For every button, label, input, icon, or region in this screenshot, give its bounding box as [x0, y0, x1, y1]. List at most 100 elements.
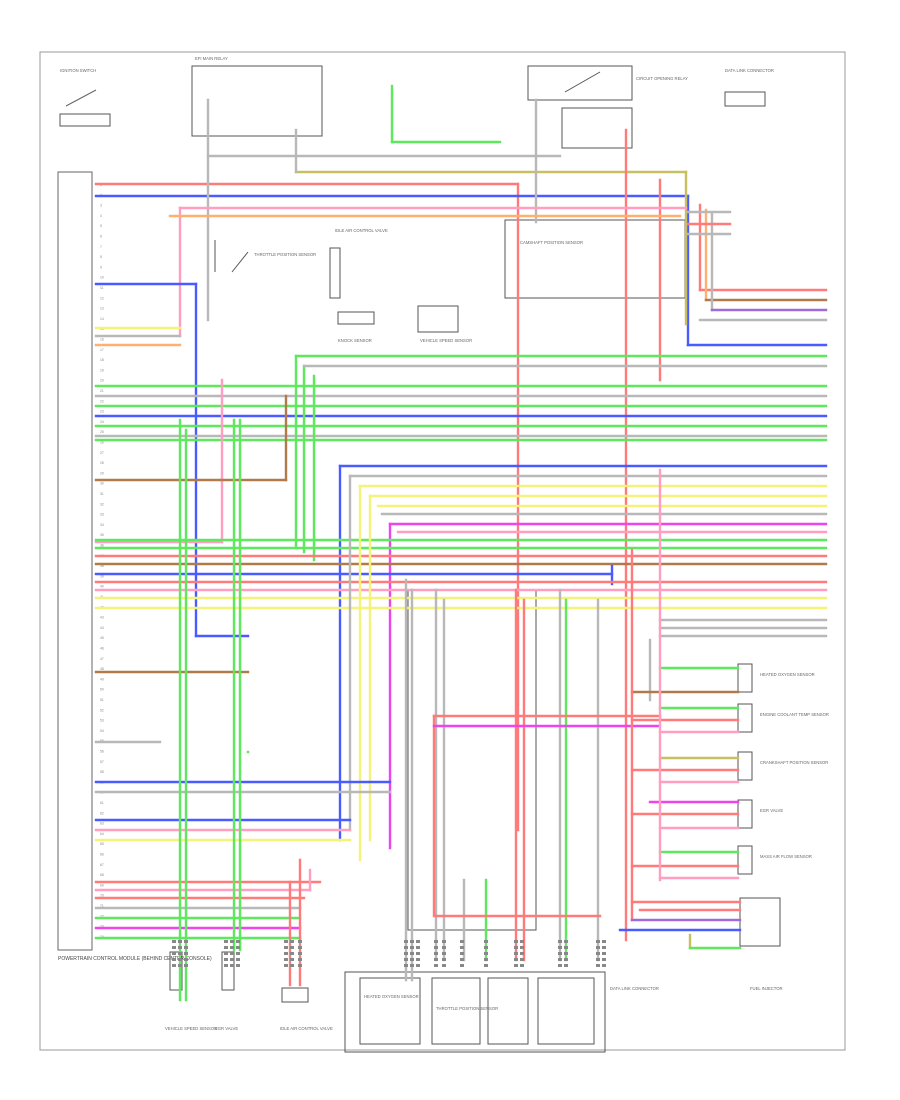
connector-tick: [460, 958, 464, 961]
pin-number: 30: [100, 482, 104, 486]
pin-number: 53: [100, 719, 104, 723]
pin-number: 44: [100, 626, 104, 630]
connector-tick: [564, 946, 568, 949]
svg-text:IDLE AIR CONTROL VALVE: IDLE AIR CONTROL VALVE: [280, 1026, 333, 1031]
pin-number: 51: [100, 698, 104, 702]
pin-number: 25: [100, 430, 104, 434]
pin-number: 10: [100, 276, 104, 280]
connector-tick: [442, 940, 446, 943]
connector-tick: [298, 958, 302, 961]
ecm-connector: [57, 171, 93, 951]
svg-text:MASS AIR FLOW SENSOR: MASS AIR FLOW SENSOR: [760, 854, 812, 859]
connector-tick: [564, 958, 568, 961]
pin-number: 46: [100, 647, 104, 651]
svg-text:DATA LINK CONNECTOR: DATA LINK CONNECTOR: [725, 68, 774, 73]
connector-tick: [178, 940, 182, 943]
connector-tick: [172, 952, 176, 955]
connector-tick: [224, 946, 228, 949]
connector-tick: [184, 952, 188, 955]
connector-tick: [172, 958, 176, 961]
pin-number: 47: [100, 657, 104, 661]
pin-number: 4: [100, 214, 102, 218]
pin-number: 52: [100, 708, 104, 712]
connector-tick: [172, 964, 176, 967]
connector-tick: [410, 958, 414, 961]
connector-tick: [558, 964, 562, 967]
connector-ticks: [172, 940, 606, 967]
connector-tick: [178, 946, 182, 949]
wires: [94, 84, 828, 1002]
connector-tick: [410, 946, 414, 949]
powertrain-sensor-box: [504, 219, 686, 299]
svg-text:IDLE AIR CONTROL VALVE: IDLE AIR CONTROL VALVE: [335, 228, 388, 233]
pin-number: 69: [100, 883, 104, 887]
pin-number: 72: [100, 914, 104, 918]
pin-number: 6: [100, 235, 102, 239]
connector-tick: [298, 964, 302, 967]
pin-number: 29: [100, 471, 104, 475]
svg-text:EGR VALVE: EGR VALVE: [760, 808, 783, 813]
svg-text:HEATED OXYGEN SENSOR: HEATED OXYGEN SENSOR: [364, 994, 419, 999]
pin-number: 24: [100, 420, 104, 424]
connector-tick: [602, 940, 606, 943]
connector-tick: [602, 964, 606, 967]
svg-text:ENGINE COOLANT TEMP SENSOR: ENGINE COOLANT TEMP SENSOR: [760, 712, 829, 717]
connector-tick: [434, 940, 438, 943]
pin-number: 36: [100, 544, 104, 548]
connector-tick: [520, 946, 524, 949]
connector-tick: [434, 958, 438, 961]
connector-tick: [290, 958, 294, 961]
pin-number: 13: [100, 307, 104, 311]
connector-tick: [184, 946, 188, 949]
connector-tick: [558, 946, 562, 949]
connector-tick: [404, 940, 408, 943]
connector-tick: [236, 964, 240, 967]
connector-tick: [284, 964, 288, 967]
connector-tick: [596, 964, 600, 967]
pin-number: 26: [100, 441, 104, 445]
throttle-sensor-symbol: THROTTLE POSITION SENSOR: [214, 240, 316, 273]
knock-sensor-symbol: KNOCK SENSOR: [337, 311, 375, 343]
pin-number: 43: [100, 616, 104, 620]
connector-tick: [564, 952, 568, 955]
connector-tick: [596, 946, 600, 949]
connector-tick: [284, 958, 288, 961]
svg-text:CIRCUIT OPENING RELAY: CIRCUIT OPENING RELAY: [636, 76, 688, 81]
connector-tick: [416, 940, 420, 943]
pin-number: 18: [100, 358, 104, 362]
pin-number: 61: [100, 801, 104, 805]
pin-number: 49: [100, 677, 104, 681]
connector-tick: [236, 940, 240, 943]
pin-number: 23: [100, 410, 104, 414]
pin-number: 57: [100, 760, 104, 764]
connector-tick: [184, 940, 188, 943]
connector-tick: [514, 964, 518, 967]
connector-tick: [404, 946, 408, 949]
connector-tick: [442, 952, 446, 955]
dlc-fuse: DATA LINK CONNECTOR: [724, 68, 774, 107]
connector-tick: [484, 958, 488, 961]
pin-number: 31: [100, 492, 104, 496]
connector-tick: [514, 940, 518, 943]
connector-tick: [602, 952, 606, 955]
connector-tick: [416, 952, 420, 955]
connector-tick: [284, 940, 288, 943]
pin-number: 3: [100, 204, 102, 208]
svg-text:EGR VALVE: EGR VALVE: [215, 1026, 238, 1031]
connector-tick: [184, 958, 188, 961]
pin-number: 34: [100, 523, 104, 527]
connector-tick: [484, 940, 488, 943]
svg-text:KNOCK SENSOR: KNOCK SENSOR: [338, 338, 372, 343]
ignition-switch: IGNITION SWITCH: [59, 68, 111, 127]
pin-number: 39: [100, 574, 104, 578]
connector-tick: [236, 958, 240, 961]
svg-text:THROTTLE POSITION SENSOR: THROTTLE POSITION SENSOR: [436, 1006, 498, 1011]
pin-number: 35: [100, 533, 104, 537]
connector-tick: [184, 964, 188, 967]
svg-text:HEATED OXYGEN SENSOR: HEATED OXYGEN SENSOR: [760, 672, 815, 677]
pin-number: 73: [100, 925, 104, 929]
connector-tick: [434, 964, 438, 967]
pin-number: 67: [100, 863, 104, 867]
pin-number: 19: [100, 368, 104, 372]
